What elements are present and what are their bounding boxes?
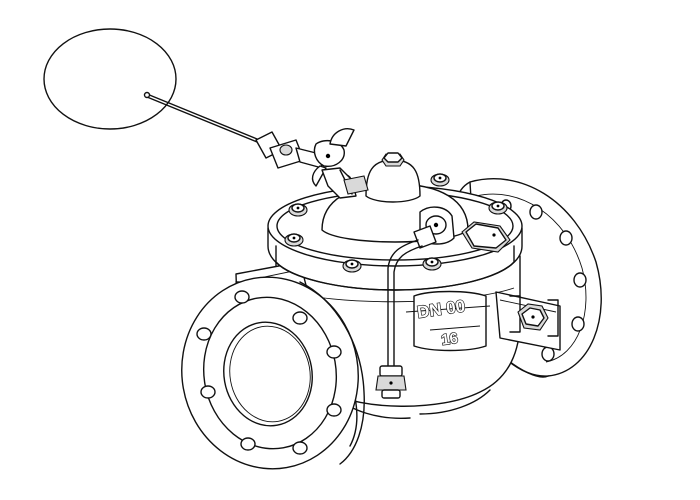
- flange-bolt-hole: [326, 345, 342, 359]
- flange-bolt-hole: [292, 441, 308, 455]
- bonnet-bolts: [284, 173, 508, 273]
- flange-bolt-hole: [326, 403, 342, 417]
- flange-bolt-hole: [196, 327, 212, 341]
- bolt: [288, 203, 308, 217]
- flange-bolt-hole: [559, 230, 573, 246]
- bolt: [422, 257, 442, 271]
- flange-bolt-hole: [200, 385, 216, 399]
- flange-bolt-hole: [529, 204, 543, 220]
- pilot-fittings: [413, 206, 511, 253]
- bolt: [488, 201, 508, 215]
- casting-pressure-text: 16: [440, 330, 459, 349]
- flange-bolt-hole: [571, 316, 585, 332]
- pilot-tube: [375, 239, 423, 399]
- float-assembly: [43, 28, 263, 145]
- bolt: [342, 259, 362, 273]
- float-ball: [43, 28, 177, 130]
- bolt: [430, 173, 450, 187]
- flange-bore: [223, 321, 313, 427]
- bolt: [284, 233, 304, 247]
- butterfly-handle: [311, 128, 355, 187]
- flange-bolt-hole: [573, 272, 587, 288]
- float-rod: [146, 93, 263, 142]
- bolt: [381, 152, 405, 167]
- flange-bolt-hole: [292, 311, 308, 325]
- float-pilot-valve: [255, 128, 369, 199]
- inlet-flange: [181, 276, 365, 470]
- outlet-side-port: [509, 295, 559, 337]
- flange-bolt-hole: [234, 290, 250, 304]
- flange-bolt-hole: [240, 437, 256, 451]
- pilot-lower-fitting: [375, 365, 407, 399]
